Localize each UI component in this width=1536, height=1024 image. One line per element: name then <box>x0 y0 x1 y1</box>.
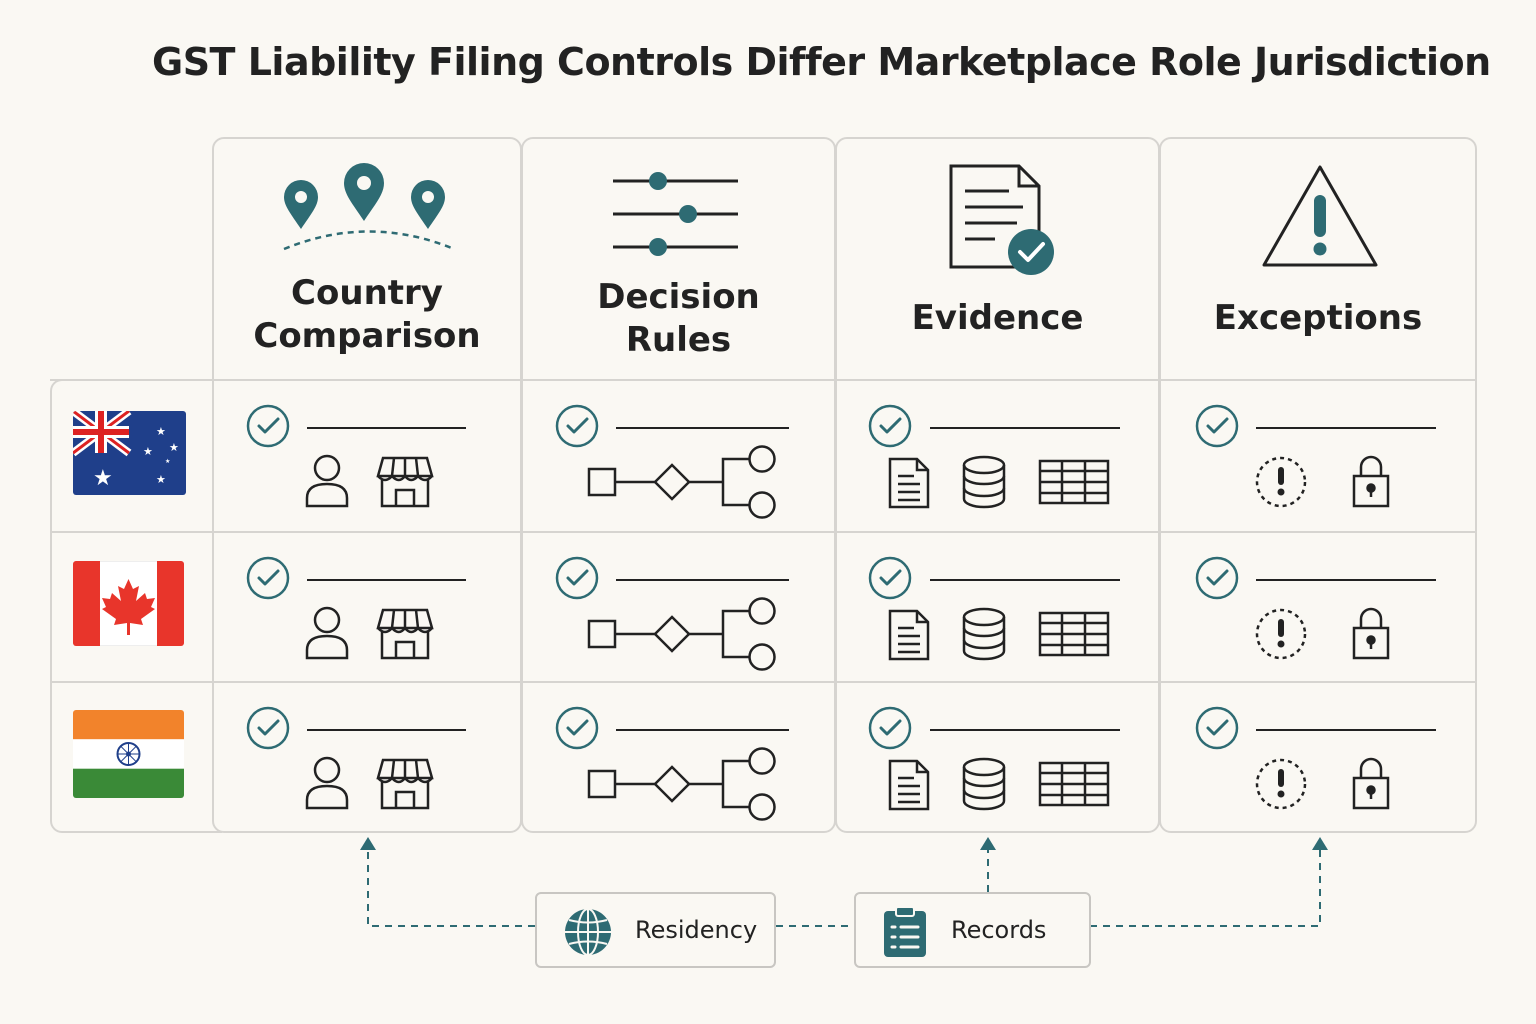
table-row <box>246 706 1436 821</box>
lock-icon <box>1352 455 1390 508</box>
clipboard-icon <box>884 906 926 957</box>
decision-flow-icon <box>587 445 776 519</box>
database-icon <box>962 607 1006 661</box>
check-circle-icon <box>868 706 912 750</box>
svg-text:★: ★ <box>169 441 179 454</box>
storefront-icon <box>376 456 434 508</box>
arrow-up-icon <box>980 837 996 850</box>
decision-flow-icon <box>587 597 776 671</box>
arrow-up-icon <box>360 837 376 850</box>
document-icon <box>888 609 930 661</box>
document-icon <box>888 457 930 509</box>
arrow-up-icon <box>1312 837 1328 850</box>
column-title: Evidence <box>911 298 1084 338</box>
column-title: Exceptions <box>1213 298 1423 338</box>
user-icon <box>305 606 349 660</box>
australia-flag-icon: ★ ★ ★ ★ ★ ★ <box>73 411 186 495</box>
grid-line-row2 <box>50 681 1477 683</box>
legend-records: Records <box>854 892 1091 968</box>
check-circle-icon <box>246 404 290 448</box>
svg-text:★: ★ <box>143 445 153 458</box>
document-check-icon <box>949 164 1054 275</box>
svg-text:★: ★ <box>165 458 170 465</box>
column-country-comparison <box>212 137 522 833</box>
storefront-icon <box>376 758 434 810</box>
storefront-icon <box>376 608 434 660</box>
column-title-line2: Rules <box>625 320 732 360</box>
check-circle-icon <box>555 556 599 600</box>
svg-text:★: ★ <box>93 466 113 491</box>
sliders-icon <box>613 172 738 256</box>
user-icon <box>305 454 349 508</box>
legend-records-label: Records <box>951 916 1047 944</box>
legend-residency: Residency <box>535 892 776 968</box>
warning-icon <box>1262 165 1378 267</box>
check-circle-icon <box>246 706 290 750</box>
alert-circle-icon <box>1255 456 1307 508</box>
grid-line-row1 <box>50 531 1477 533</box>
table-icon <box>1038 761 1110 807</box>
globe-icon <box>565 908 611 956</box>
page-title: GST Liability Filing Controls Differ Mar… <box>152 40 1491 84</box>
lock-icon <box>1352 607 1390 660</box>
lock-icon <box>1352 757 1390 810</box>
alert-circle-icon <box>1255 758 1307 810</box>
india-flag-icon <box>73 710 184 798</box>
decision-flow-icon <box>587 747 776 821</box>
column-title-line1: Decision <box>597 277 760 317</box>
check-circle-icon <box>868 404 912 448</box>
database-icon <box>962 455 1006 509</box>
check-circle-icon <box>1195 556 1239 600</box>
check-circle-icon <box>555 404 599 448</box>
column-title-line1: Country <box>291 273 443 313</box>
table-row <box>246 556 1436 671</box>
svg-text:★: ★ <box>156 473 166 486</box>
check-circle-icon <box>555 706 599 750</box>
location-pins-icon <box>283 163 455 251</box>
table-icon <box>1038 459 1110 505</box>
svg-text:★: ★ <box>156 425 166 438</box>
check-circle-icon <box>868 556 912 600</box>
table-row <box>246 404 1436 519</box>
document-icon <box>888 759 930 811</box>
column-decision-rules <box>521 137 836 833</box>
check-circle-icon <box>1195 404 1239 448</box>
table-icon <box>1038 611 1110 657</box>
canada-flag-icon <box>73 561 184 646</box>
alert-circle-icon <box>1255 608 1307 660</box>
column-title-line2: Comparison <box>253 316 481 356</box>
check-circle-icon <box>246 556 290 600</box>
database-icon <box>962 757 1006 811</box>
legend-residency-label: Residency <box>635 916 758 944</box>
check-circle-icon <box>1195 706 1239 750</box>
user-icon <box>305 756 349 810</box>
grid-line-header <box>50 379 1477 381</box>
